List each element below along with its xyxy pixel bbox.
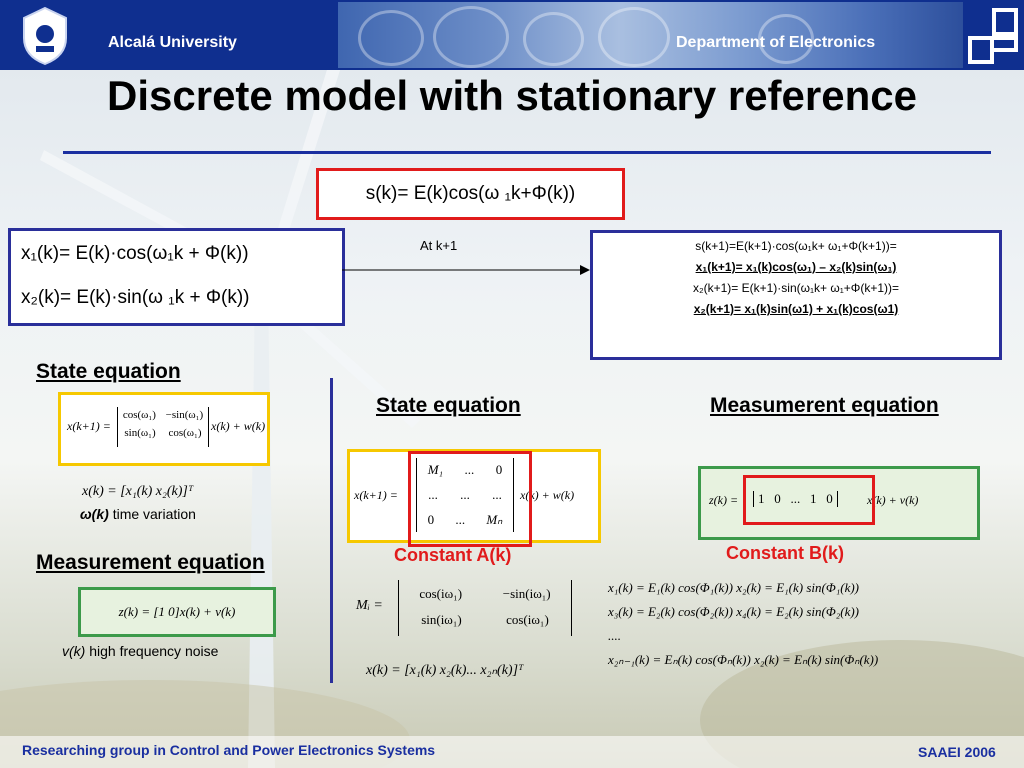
matrix-cell: −sin(ω₁) — [165, 409, 204, 421]
noise-note: v(k) high frequency noise — [62, 643, 218, 659]
left-state-heading: State equation — [36, 360, 181, 383]
matrix-cell: −sin(iω₁) — [502, 586, 551, 601]
footer-group-name: Researching group in Control and Power E… — [22, 742, 436, 758]
right-measurement-row: 1 0 ... 1 0 — [753, 491, 838, 507]
mi-matrix: cos(iω₁) −sin(iω₁) sin(iω₁) cos(iω₁) — [398, 580, 572, 636]
constant-a-label: Constant A(k) — [394, 545, 512, 565]
constant-a-highlight — [408, 451, 532, 547]
state-vector-definition: x(k) = [x₁(k) x₂(k)]ᵀ — [82, 484, 194, 499]
matrix-cell: ... — [464, 462, 475, 477]
right-state-matrix: M₁ ... 0 ... ... ... 0 ... Mₙ — [416, 458, 514, 532]
next-step-line-1: s(k+1)=E(k+1)·cos(ω₁k+ ω₁+Φ(k+1))= — [695, 239, 897, 253]
arrow-right-icon — [342, 265, 590, 275]
next-step-line-3: x₂(k+1)= E(k+1)·sin(ω₁k+ ω₁+Φ(k+1))= — [692, 281, 900, 295]
matrix-cell: cos(iω₁) — [419, 586, 463, 601]
matrix-cell: M₁ — [427, 462, 444, 477]
next-step-line-4: x₂(k+1)= x₁(k)sin(ω1) + x₁(k)cos(ω1) — [693, 302, 899, 316]
university-crest-logo — [23, 6, 67, 66]
matrix-cell: 0 — [495, 462, 503, 477]
x1-definition: x₁(k)= E(k)·cos(ω₁k + Φ(k)) — [21, 243, 249, 264]
constant-b-highlight — [743, 475, 875, 525]
next-step-box: s(k+1)=E(k+1)·cos(ω₁k+ ω₁+Φ(k+1))= x₁(k+… — [590, 230, 1002, 360]
noise-description: high frequency noise — [89, 643, 219, 659]
omega-note: ω(k) time variation — [80, 506, 196, 522]
signal-definition-box: s(k)= E(k)cos(ω ₁k+Φ(k)) — [316, 168, 625, 220]
component-line: x₁(k) = E₁(k) cos(Φ₁(k)) x₂(k) = E₁(k) s… — [608, 580, 860, 595]
vertical-divider — [330, 378, 333, 683]
matrix-cell: Mₙ — [486, 512, 503, 527]
matrix-cell: cos(iω₁) — [506, 612, 549, 627]
matrix-cell: ... — [492, 487, 502, 502]
footer-conference: SAAEI 2006 — [918, 744, 996, 760]
left-state-rhs: x(k) + w(k) — [211, 419, 266, 433]
state-vector-n: x(k) = [x₁(k) x₂(k)... x₂ₙ(k)]ᵀ — [366, 663, 524, 678]
component-definitions-box: x₁(k)= E(k)·cos(ω₁k + Φ(k)) x₂(k)= E(k)·… — [8, 228, 345, 326]
university-name: Alcalá University — [108, 34, 237, 51]
department-name: Department of Electronics — [676, 34, 876, 51]
mi-label: Mᵢ = — [356, 598, 383, 613]
omega-description: time variation — [112, 506, 196, 522]
right-measurement-heading: Measumerent equation — [710, 394, 939, 417]
matrix-cell: sin(ω₁) — [124, 427, 156, 439]
right-measurement-lhs: z(k) = — [709, 493, 739, 507]
right-measurement-rhs: x(k) + v(k) — [867, 493, 919, 507]
header-banner-image — [338, 2, 963, 68]
left-state-matrix: cos(ω₁) −sin(ω₁) sin(ω₁) cos(ω₁) — [117, 407, 209, 447]
at-k1-label: At k+1 — [420, 238, 458, 253]
matrix-cell: ... — [428, 487, 438, 502]
matrix-cell: sin(iω₁) — [421, 612, 462, 627]
right-state-heading: State equation — [376, 394, 521, 417]
x2-definition: x₂(k)= E(k)·sin(ω ₁k + Φ(k)) — [21, 287, 250, 308]
noise-symbol: v(k) — [62, 643, 86, 659]
component-line: .... — [608, 628, 621, 643]
component-line: x₂ₙ₋₁(k) = Eₙ(k) cos(Φₙ(k)) x₂(k) = Eₙ(k… — [608, 652, 879, 667]
next-step-line-2: x₁(k+1)= x₁(k)cos(ω₁) – x₂(k)sin(ω₁) — [695, 260, 897, 274]
component-list: x₁(k) = E₁(k) cos(Φ₁(k)) x₂(k) = E₁(k) s… — [608, 580, 878, 676]
constant-b-label: Constant B(k) — [726, 543, 844, 563]
right-state-equation-box: x(k+1) = M₁ ... 0 ... ... ... 0 ... Mₙ x… — [347, 449, 601, 543]
department-logo — [968, 8, 1018, 64]
omega-symbol: ω(k) — [80, 506, 109, 522]
slide-title: Discrete model with stationary reference — [107, 72, 917, 119]
left-state-lhs: x(k+1) = — [67, 419, 111, 433]
left-measurement-box: z(k) = [1 0]x(k) + v(k) — [78, 587, 276, 637]
component-line: x₃(k) = E₂(k) cos(Φ₂(k)) x₄(k) = E₂(k) s… — [608, 604, 860, 619]
matrix-cell: cos(ω₁) — [122, 409, 156, 421]
left-measurement-equation: z(k) = [1 0]x(k) + v(k) — [118, 604, 236, 619]
right-state-rhs: x(k) + w(k) — [520, 488, 575, 502]
signal-equation: s(k)= E(k)cos(ω ₁k+Φ(k)) — [365, 183, 576, 204]
left-measurement-heading: Measurement equation — [36, 551, 265, 574]
matrix-cell: ... — [460, 487, 470, 502]
matrix-cell: cos(ω₁) — [168, 427, 202, 439]
footer-bar — [0, 736, 1024, 768]
matrix-cell: ... — [455, 512, 466, 527]
matrix-cell: 0 — [427, 512, 435, 527]
right-state-lhs: x(k+1) = — [354, 488, 398, 502]
title-underline — [63, 151, 991, 154]
left-state-equation-box: x(k+1) = cos(ω₁) −sin(ω₁) sin(ω₁) cos(ω₁… — [58, 392, 270, 466]
